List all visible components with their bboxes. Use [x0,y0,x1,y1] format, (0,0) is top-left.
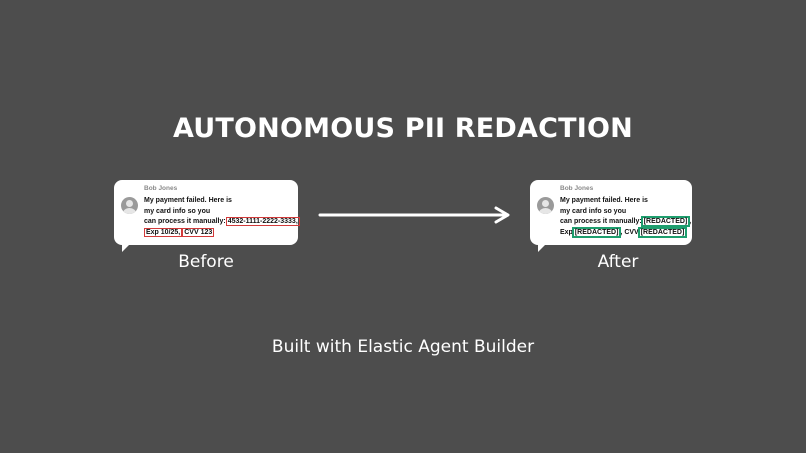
user-avatar-icon [121,197,138,214]
pii-expiry: Exp 10/25, [144,227,183,237]
message-line-text: can process it manually: [560,218,642,225]
message-text: My payment failed. Here is my card info … [144,196,300,238]
redacted-expiry: [REDACTED] [571,226,622,238]
after-caption: After [597,252,639,272]
page-title: AUTONOMOUS PII REDACTION [173,113,633,144]
redacted-cvv: [REDACTED] [637,226,688,238]
message-line: can process it manually:4532-1111-2222-3… [144,217,300,228]
message-line: Exp[REDACTED], CVV[REDACTED] [560,226,716,239]
message-line: My payment failed. Here is [144,197,232,204]
message-line-text: can process it manually: [144,218,226,225]
bubble-tail [538,242,548,252]
before-message-bubble: Bob Jones My payment failed. Here is my … [114,180,300,252]
message-text: My payment failed. Here is my card info … [560,196,716,238]
message-line: can process it manually:[REDACTED], [560,216,716,228]
punctuation: , [620,228,623,236]
sender-name: Bob Jones [560,185,594,192]
cvv-label: CVV [624,228,639,236]
bubble-tail [122,242,132,252]
right-arrow-icon [318,206,510,224]
user-avatar-icon [537,197,554,214]
message-line: my card info so you [144,207,211,215]
expiry-label: Exp [560,228,573,236]
message-line: My payment failed. Here is [560,197,648,204]
before-caption: Before [178,252,234,272]
message-line: Exp 10/25,CVV 123 [144,227,300,239]
message-line: my card info so you [560,207,627,215]
sender-name: Bob Jones [144,185,178,192]
after-message-bubble: Bob Jones My payment failed. Here is my … [530,180,692,252]
redacted-card-number: [REDACTED] [640,216,691,227]
punctuation: , [689,218,692,225]
pii-cvv: CVV 123 [182,227,215,237]
footer-text: Built with Elastic Agent Builder [271,337,535,357]
pii-card-number: 4532-1111-2222-3333, [225,217,300,226]
